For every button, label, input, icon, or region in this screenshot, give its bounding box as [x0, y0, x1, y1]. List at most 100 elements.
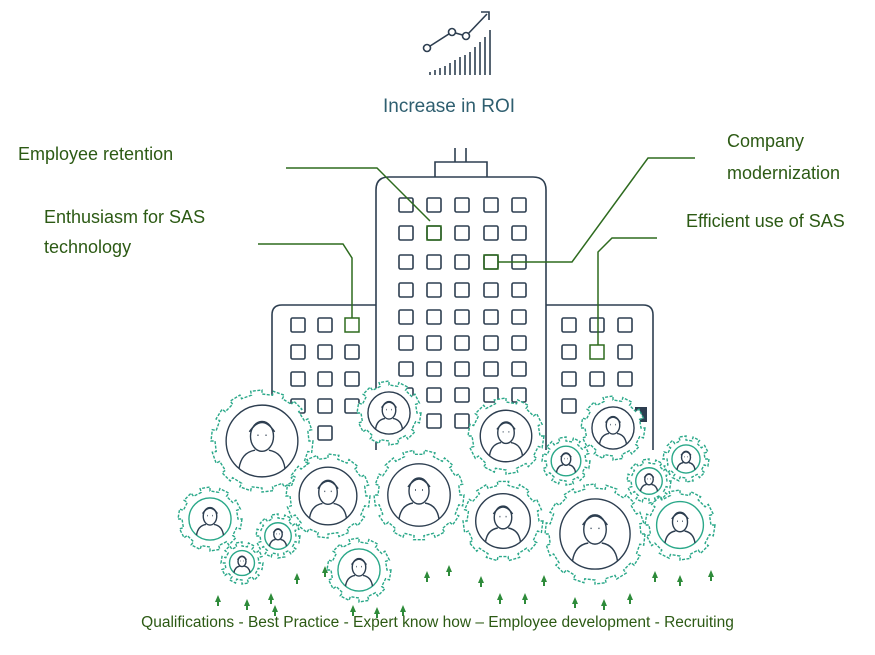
arrow-icon: [294, 573, 300, 584]
arrow-icon: [541, 575, 547, 586]
person-gear: [580, 395, 646, 461]
person-gear: [541, 436, 591, 486]
arrow-icon: [374, 607, 380, 618]
person-gear: [626, 458, 672, 504]
window: [290, 344, 306, 360]
arrow-icon: [708, 570, 714, 581]
window: [454, 197, 470, 213]
growth-arrows: [215, 565, 714, 618]
arrow-icon: [350, 605, 356, 616]
window: [511, 361, 527, 377]
window: [290, 371, 306, 387]
window: [617, 344, 633, 360]
window: [317, 371, 333, 387]
window: [511, 197, 527, 213]
callout-employee-retention: Employee retention: [18, 144, 174, 164]
person-gear: [285, 453, 371, 539]
rooftop-block: [434, 161, 488, 177]
window: [483, 254, 499, 270]
window: [454, 282, 470, 298]
callout-lines: [258, 157, 695, 360]
window: [483, 387, 499, 403]
window: [483, 335, 499, 351]
arrow-icon: [572, 597, 578, 608]
window: [454, 254, 470, 270]
window: [454, 309, 470, 325]
person-gear: [220, 541, 264, 585]
window: [317, 398, 333, 414]
window: [589, 317, 605, 333]
window: [317, 425, 333, 441]
arrow-icon: [322, 566, 328, 577]
person-gear: [462, 480, 544, 562]
window: [426, 309, 442, 325]
window: [426, 387, 442, 403]
person-gear: [177, 486, 243, 552]
callout-enthusiasm-line1: Enthusiasm for SAS: [44, 207, 206, 227]
window: [454, 335, 470, 351]
window: [344, 371, 360, 387]
right-building: [546, 304, 654, 450]
window: [426, 361, 442, 377]
window: [426, 197, 442, 213]
window: [317, 317, 333, 333]
window: [398, 335, 414, 351]
window: [317, 344, 333, 360]
arrow-icon: [652, 571, 658, 582]
employee-gears: [177, 380, 716, 603]
window: [426, 413, 442, 429]
window: [426, 225, 442, 241]
window: [454, 413, 470, 429]
window: [511, 335, 527, 351]
left-building: [271, 304, 376, 450]
window: [398, 309, 414, 325]
window: [398, 361, 414, 377]
person-gear: [467, 397, 545, 475]
person-gear: [356, 380, 422, 446]
callout-enthusiasm-line2: technology: [44, 237, 132, 257]
window: [483, 309, 499, 325]
window: [426, 282, 442, 298]
window: [511, 309, 527, 325]
arrow-icon: [272, 605, 278, 616]
arrow-icon: [244, 599, 250, 610]
window: [344, 344, 360, 360]
window: [483, 361, 499, 377]
arrow-icon: [215, 595, 221, 606]
callout-efficient-use: Efficient use of SAS: [686, 211, 845, 231]
arrow-icon: [601, 599, 607, 610]
arrow-icon: [446, 565, 452, 576]
window: [483, 197, 499, 213]
window: [426, 254, 442, 270]
window: [561, 398, 577, 414]
person-gear: [644, 489, 716, 561]
arrow-icon: [478, 576, 484, 587]
arrow-icon: [627, 593, 633, 604]
window: [561, 344, 577, 360]
callout-company-line2: modernization: [727, 163, 841, 179]
person-gear: [210, 389, 314, 493]
footer-text: Qualifications - Best Practice - Expert …: [141, 614, 734, 631]
arrow-icon: [424, 571, 430, 582]
tall-building: [375, 176, 547, 450]
window: [589, 371, 605, 387]
window: [454, 361, 470, 377]
window: [454, 387, 470, 403]
person-gear: [373, 449, 465, 541]
trend-chart-icon: [422, 11, 491, 75]
window: [398, 282, 414, 298]
window: [483, 282, 499, 298]
window: [561, 371, 577, 387]
callout-company-line1: Company: [727, 131, 805, 151]
window: [561, 317, 577, 333]
window: [617, 371, 633, 387]
window: [617, 317, 633, 333]
window: [398, 254, 414, 270]
window: [398, 197, 414, 213]
person-gear: [544, 483, 646, 585]
window: [511, 225, 527, 241]
arrow-icon: [268, 593, 274, 604]
arrow-icon: [677, 575, 683, 586]
roi-label: Increase in ROI: [383, 96, 515, 117]
